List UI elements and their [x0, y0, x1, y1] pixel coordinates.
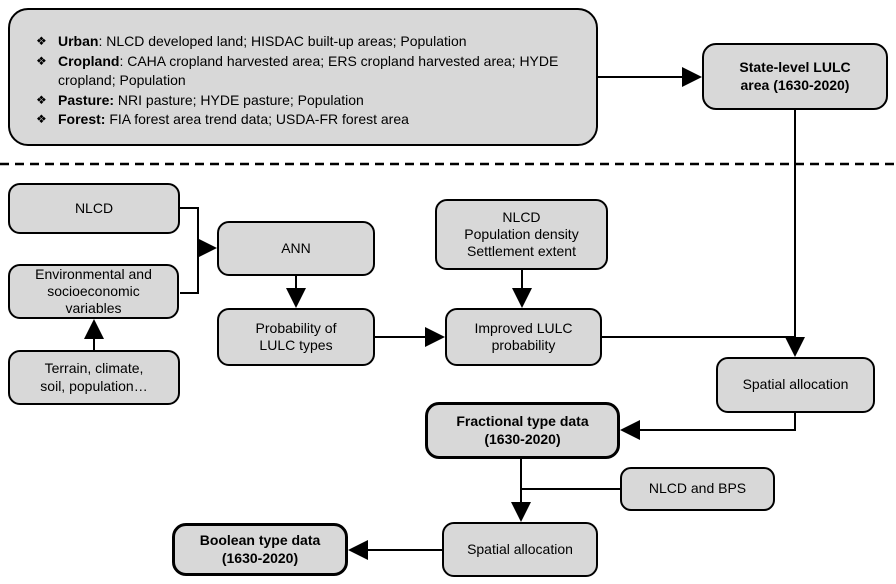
cropland-sources-text: Cropland: CAHA cropland harvested area; … — [58, 52, 578, 91]
pasture-rest: NRI pasture; HYDE pasture; Population — [114, 91, 364, 108]
arrow-spatial1-to-fractional — [620, 413, 796, 440]
node-boolean-type-data: Boolean type data (1630-2020) — [172, 523, 348, 576]
list-item-urban: ❖ Urban: NLCD developed land; HISDAC bui… — [36, 32, 578, 52]
node-environmental-socioeconomic-variables: Environmental and socioeconomic variable… — [8, 264, 179, 319]
list-item-cropland: ❖ Cropland: CAHA cropland harvested area… — [36, 52, 578, 91]
forest-term: Forest: — [58, 111, 106, 127]
diamond-bullet-icon: ❖ — [36, 53, 47, 68]
node-terrain-climate-soil-population: Terrain, climate, soil, population… — [8, 350, 180, 405]
node-spatial-allocation-2: Spatial allocation — [442, 522, 598, 577]
diamond-bullet-icon: ❖ — [36, 92, 47, 107]
node-ann: ANN — [217, 221, 375, 276]
node-nlcd-and-bps: NLCD and BPS — [620, 467, 775, 511]
list-item-forest: ❖ Forest: FIA forest area trend data; US… — [36, 110, 578, 130]
urban-sources-text: Urban: NLCD developed land; HISDAC built… — [58, 32, 578, 52]
urban-rest: : NLCD developed land; HISDAC built-up a… — [98, 33, 467, 49]
list-item-pasture: ❖ Pasture: NRI pasture; HYDE pasture; Po… — [36, 91, 578, 111]
urban-term: Urban — [58, 33, 99, 49]
node-nlcd: NLCD — [8, 183, 180, 234]
node-improved-lulc-probability: Improved LULC probability — [445, 308, 602, 366]
forest-rest: FIA forest area trend data; USDA-FR fore… — [105, 111, 409, 127]
cropland-rest: : CAHA cropland harvested area; ERS crop… — [58, 52, 559, 89]
pasture-term: Pasture: — [58, 91, 115, 108]
node-nlcd-population-density-settlement-extent: NLCD Population density Settlement exten… — [435, 199, 608, 270]
node-spatial-allocation-1: Spatial allocation — [716, 357, 875, 413]
node-fractional-type-data: Fractional type data (1630-2020) — [425, 402, 620, 459]
diamond-bullet-icon: ❖ — [36, 34, 47, 48]
diamond-bullet-icon: ❖ — [36, 112, 47, 126]
cropland-term: Cropland — [58, 52, 120, 69]
node-probability-of-lulc-types: Probability of LULC types — [217, 308, 375, 366]
node-state-level-lulc-area: State-level LULC area (1630-2020) — [702, 43, 888, 110]
pasture-sources-text: Pasture: NRI pasture; HYDE pasture; Popu… — [58, 91, 578, 111]
forest-sources-text: Forest: FIA forest area trend data; USDA… — [58, 110, 578, 130]
data-sources-panel: ❖ Urban: NLCD developed land; HISDAC bui… — [8, 8, 598, 146]
bracket-nlcd-env — [180, 207, 199, 294]
